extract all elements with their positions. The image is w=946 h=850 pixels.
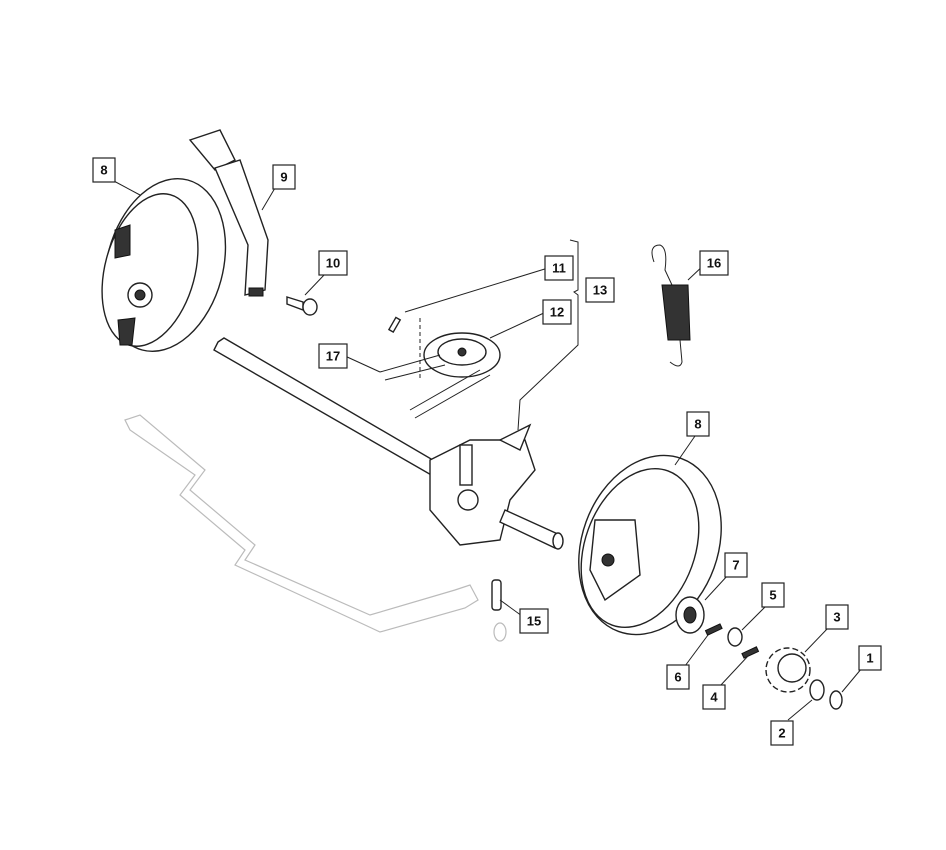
callout-label: 7: [732, 558, 739, 573]
pulley: [423, 332, 501, 378]
frame-outline: [124, 414, 479, 633]
callout-1[interactable]: 1: [858, 645, 882, 671]
belt: [379, 354, 491, 419]
leader-lines: [111, 179, 863, 721]
callout-6[interactable]: 6: [666, 664, 690, 690]
circlip-1: [829, 690, 843, 710]
washer-5: [727, 627, 743, 647]
callout-8-right[interactable]: 8: [686, 411, 710, 437]
callout-2[interactable]: 2: [770, 720, 794, 746]
washer-2: [809, 679, 825, 701]
pin: [387, 316, 402, 334]
callout-8-left[interactable]: 8: [92, 157, 116, 183]
callout-label: 3: [833, 610, 840, 625]
callout-5[interactable]: 5: [761, 582, 785, 608]
gearbox: [429, 423, 564, 550]
callout-label: 5: [769, 588, 776, 603]
left-wheel: [101, 177, 227, 353]
callout-label: 15: [527, 614, 541, 629]
gear: [765, 647, 811, 693]
callout-label: 1: [866, 651, 873, 666]
callout-12[interactable]: 12: [542, 299, 572, 325]
callout-13[interactable]: 13: [585, 277, 615, 303]
callout-label: 16: [707, 256, 721, 271]
callout-label: 13: [593, 283, 607, 298]
bearing: [675, 596, 705, 634]
callout-label: 8: [694, 417, 701, 432]
callout-label: 2: [778, 726, 785, 741]
key-4: [741, 646, 760, 659]
callout-4[interactable]: 4: [702, 684, 726, 710]
callout-7[interactable]: 7: [724, 552, 748, 578]
callout-label: 11: [552, 261, 566, 276]
callout-11[interactable]: 11: [544, 255, 574, 281]
frame-end: [493, 622, 507, 642]
callout-label: 6: [674, 670, 681, 685]
right-wheel: [578, 454, 722, 636]
spring: [651, 244, 691, 367]
callout-label: 4: [710, 690, 718, 705]
callout-10[interactable]: 10: [318, 250, 348, 276]
callout-label: 9: [280, 170, 287, 185]
callout-label: 17: [326, 349, 340, 364]
screw: [286, 296, 318, 316]
callout-16[interactable]: 16: [699, 250, 729, 276]
callout-label: 12: [550, 305, 564, 320]
callout-9[interactable]: 9: [272, 164, 296, 190]
callout-17[interactable]: 17: [318, 343, 348, 369]
key-6: [704, 623, 723, 636]
bracket: [188, 129, 269, 297]
pin-15: [491, 579, 502, 611]
callout-label: 10: [326, 256, 340, 271]
callout-3[interactable]: 3: [825, 604, 849, 630]
callout-label: 8: [100, 163, 107, 178]
callout-15[interactable]: 15: [519, 608, 549, 634]
